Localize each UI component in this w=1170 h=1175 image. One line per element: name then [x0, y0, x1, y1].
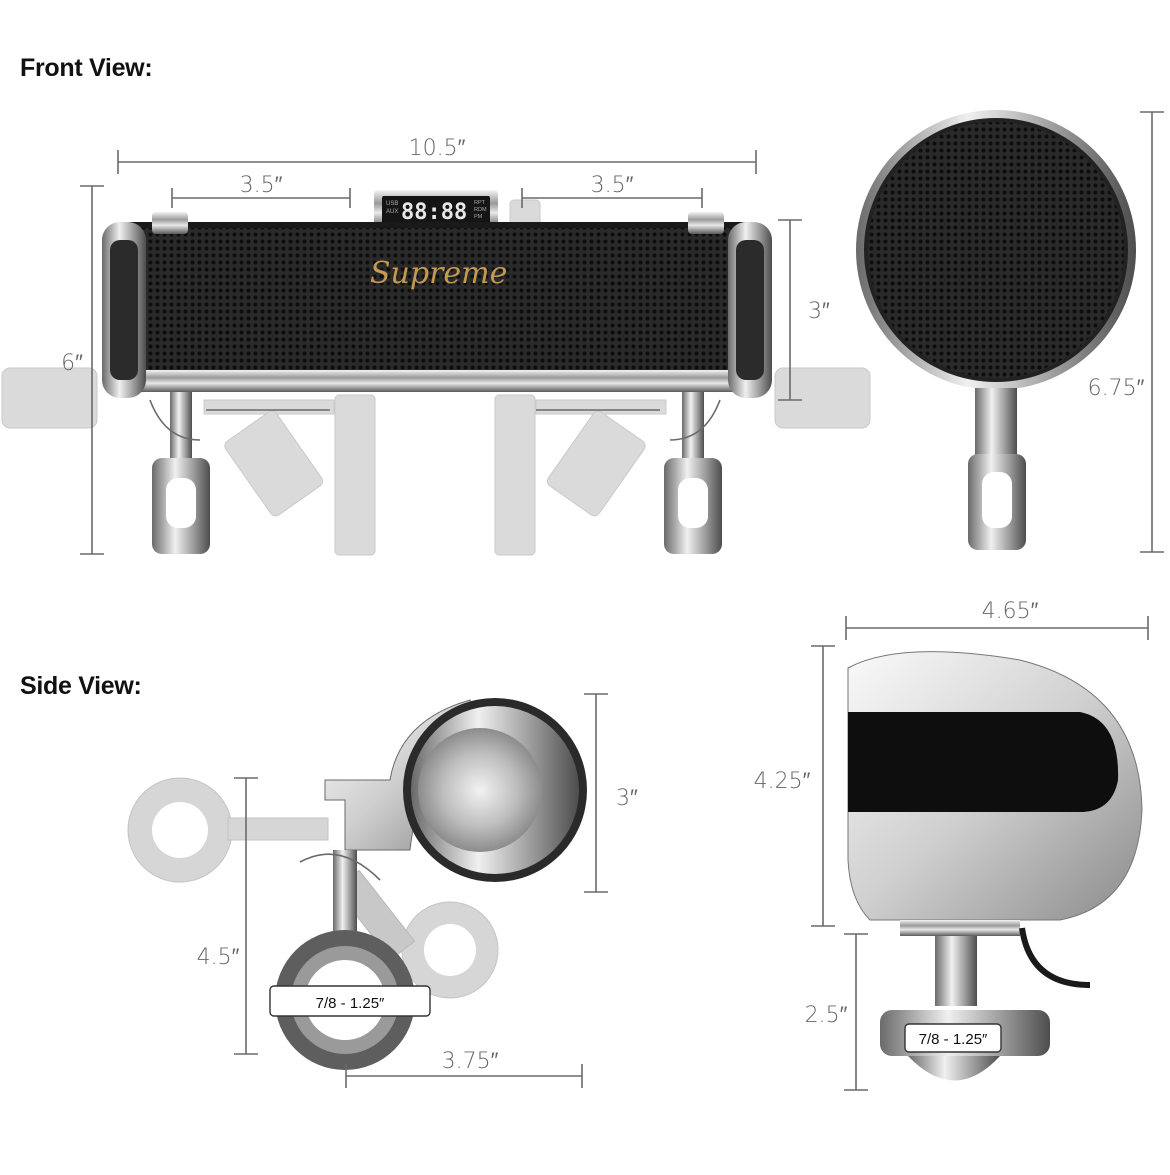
dim-clamp-width: 3.75″ [442, 1049, 499, 1074]
clamp-label-right: 7/8 - 1.25″ [919, 1031, 988, 1048]
dim-right-segment: 3.5″ [591, 173, 634, 198]
clamp-label-left: 7/8 - 1.25″ [316, 995, 385, 1012]
front-view-title: Front View: [20, 54, 153, 82]
dim-pod-height: 3″ [616, 786, 638, 811]
display-label-aux: AUX [386, 209, 398, 215]
display-digits: 88:88 [401, 200, 467, 225]
dim-overall-height: 6″ [61, 351, 83, 376]
dim-mount-drop: 2.5″ [805, 1003, 848, 1028]
front-dimensions: 10.5″ 3.5″ 3.5″ 3″ 6″ [61, 136, 830, 555]
dim-mount-height: 4.5″ [197, 945, 240, 970]
dim-side-height: 6.75″ [1088, 376, 1145, 401]
brand-logo: Supreme [370, 256, 507, 291]
dim-tube-height: 3″ [808, 299, 830, 324]
dim-overall-width: 10.5″ [409, 136, 466, 161]
display-label-usb: USB [386, 201, 398, 207]
side-view-right: 7/8 - 1.25″ 4.65″ 4.25″ 2.5″ [754, 599, 1149, 1091]
front-mounts [149, 392, 722, 554]
control-display: USB AUX 88:88 RPT RDM PM [374, 190, 498, 228]
dim-left-segment: 3.5″ [240, 173, 283, 198]
round-speaker-front: 6.75″ [856, 110, 1164, 553]
side-view-title: Side View: [20, 672, 142, 700]
display-label-rpt: RPT [474, 200, 486, 206]
dim-body-height: 4.25″ [754, 769, 811, 794]
side-view-left: 7/8 - 1.25″ 3″ 4.5″ 3.75″ [127, 693, 638, 1088]
tube-speaker: Supreme [102, 212, 772, 398]
front-view-group: USB AUX 88:88 RPT RDM PM Supreme [1, 136, 871, 556]
display-label-pm: PM [474, 214, 483, 220]
display-label-rdm: RDM [474, 207, 487, 213]
dim-depth: 4.65″ [982, 599, 1039, 624]
